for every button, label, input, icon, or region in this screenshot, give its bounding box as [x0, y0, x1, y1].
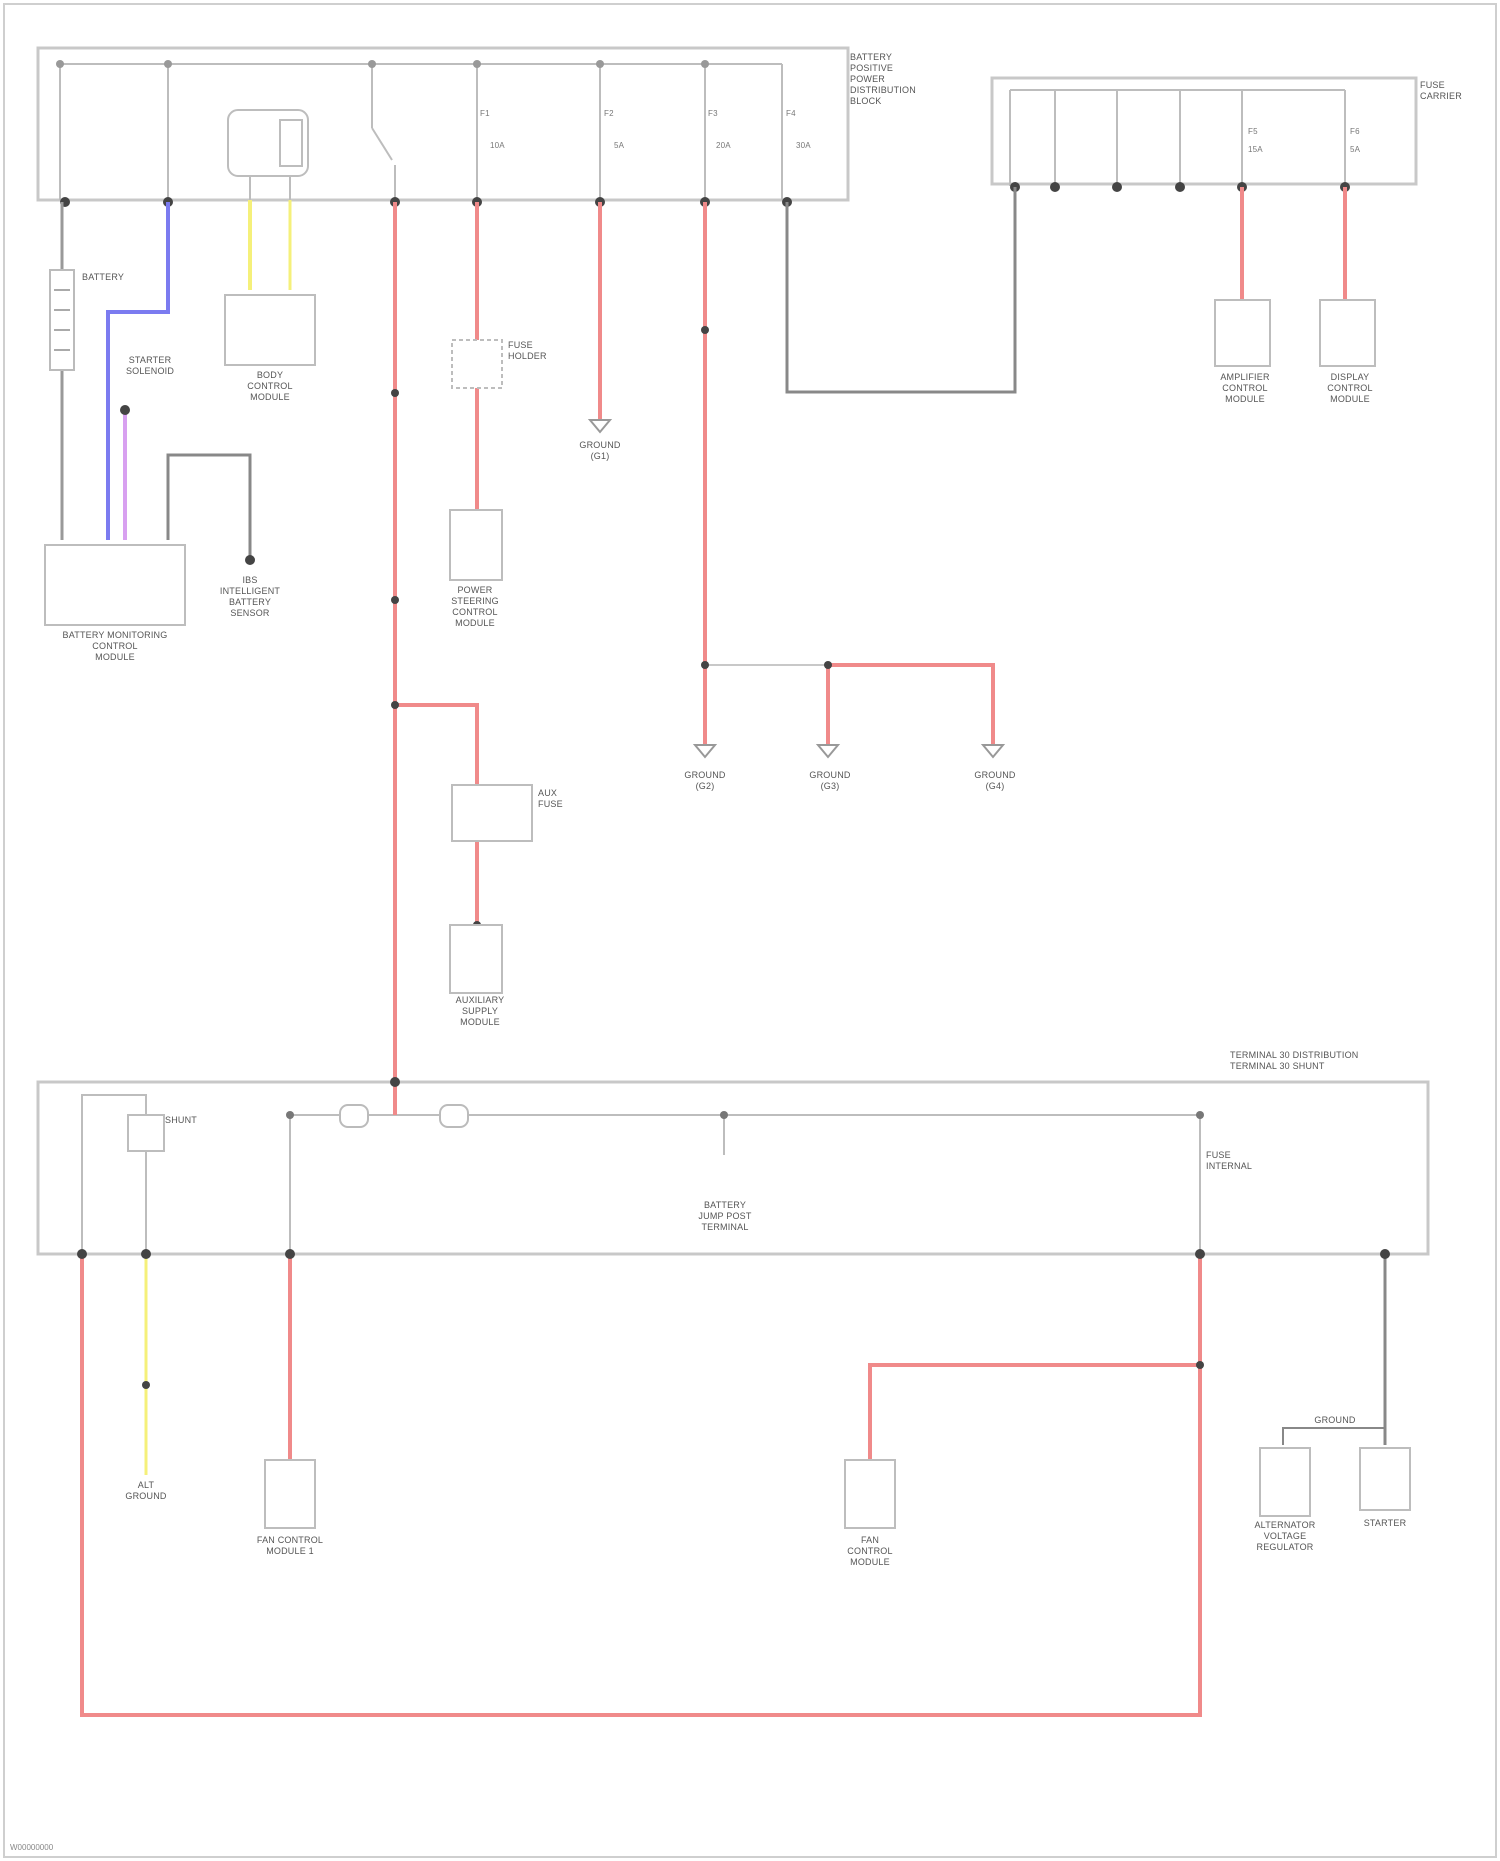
starter-label: STARTER — [1345, 1518, 1425, 1529]
alt-ground-label: ALT GROUND — [106, 1480, 186, 1502]
battery-distribution-block — [38, 48, 848, 207]
bcm-label: BODY CONTROL MODULE — [225, 370, 315, 403]
footer-code: W00000000 — [10, 1843, 53, 1852]
fuse-1-amp: 10A — [490, 140, 505, 151]
power-module-label: POWER STEERING CONTROL MODULE — [435, 585, 515, 629]
fuse-3-name: F3 — [708, 108, 718, 119]
starter-solenoid-label: STARTER SOLENOID — [110, 355, 190, 377]
fuse-2-name: F2 — [604, 108, 614, 119]
ground-g1-label: GROUND (G1) — [560, 440, 640, 462]
fuse-2-amp: 5A — [614, 140, 624, 151]
alternator-regulator-label: ALTERNATOR VOLTAGE REGULATOR — [1230, 1520, 1340, 1553]
wires — [62, 187, 1385, 1715]
top-block-title: BATTERY POSITIVE POWER DISTRIBUTION BLOC… — [850, 52, 960, 107]
battery-jump-label: BATTERY JUMP POST TERMINAL — [680, 1200, 770, 1233]
fan-module-2-label: FAN CONTROL MODULE — [825, 1535, 915, 1568]
battery-icon — [50, 270, 74, 370]
fuse-4-amp: 30A — [796, 140, 811, 151]
amplifier-module-label: AMPLIFIER CONTROL MODULE — [1195, 372, 1295, 405]
fuse-5-amp: 15A — [1248, 144, 1263, 155]
aux-fuse-label: AUX FUSE — [538, 788, 618, 810]
shunt-label: SHUNT — [165, 1115, 197, 1126]
display-module-label: DISPLAY CONTROL MODULE — [1300, 372, 1400, 405]
fuse-carrier-title: FUSE CARRIER — [1420, 80, 1480, 102]
ground-g4-label: GROUND (G4) — [955, 770, 1035, 792]
battery-label: BATTERY — [82, 272, 124, 283]
fuse-6-name: F6 — [1350, 126, 1360, 137]
battery-monitor-label: BATTERY MONITORING CONTROL MODULE — [30, 630, 200, 663]
fuse-internal-label: FUSE INTERNAL — [1206, 1150, 1286, 1172]
ground-g3-label: GROUND (G3) — [790, 770, 870, 792]
fuse-6-amp: 5A — [1350, 144, 1360, 155]
fuse-holder-label: FUSE HOLDER — [508, 340, 598, 362]
fuse-4-name: F4 — [786, 108, 796, 119]
ground-symbols — [590, 420, 1003, 757]
ground-label: GROUND — [1310, 1415, 1360, 1426]
fuse-3-amp: 20A — [716, 140, 731, 151]
fan-module-1-label: FAN CONTROL MODULE 1 — [235, 1535, 345, 1557]
ibs-label: IBS INTELLIGENT BATTERY SENSOR — [210, 575, 290, 619]
terminal-30-title: TERMINAL 30 DISTRIBUTION TERMINAL 30 SHU… — [1230, 1050, 1430, 1072]
fuse-1-name: F1 — [480, 108, 490, 119]
aux-supply-label: AUXILIARY SUPPLY MODULE — [440, 995, 520, 1028]
ground-g2-label: GROUND (G2) — [665, 770, 745, 792]
fuse-5-name: F5 — [1248, 126, 1258, 137]
